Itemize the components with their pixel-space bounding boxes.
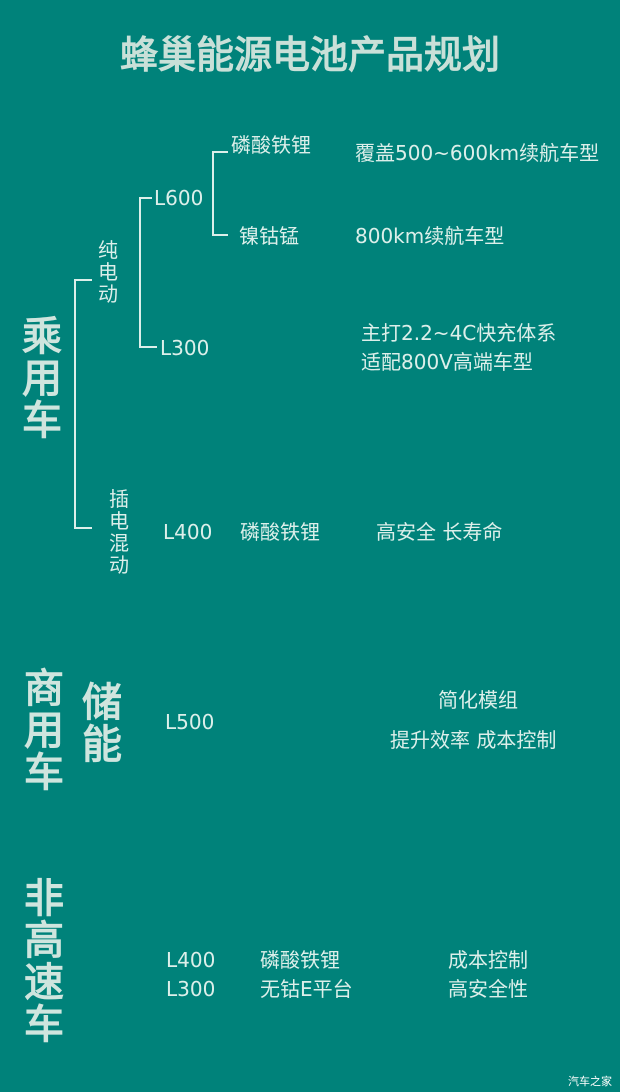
bracket-tick [74, 527, 92, 529]
category-storage: 储能 [82, 680, 122, 768]
category-low-speed: 非高速车 [24, 876, 64, 1048]
bracket-tick [74, 279, 92, 281]
desc-low-speed-2: 高安全性 [448, 977, 528, 1001]
chem-phev: 磷酸铁锂 [240, 520, 320, 544]
model-l500: L500 [165, 710, 215, 734]
model-low-speed-1: L400 [166, 948, 216, 972]
page-title: 蜂巢能源电池产品规划 [119, 33, 500, 77]
bracket-tick [139, 346, 157, 348]
bracket-tick [212, 151, 228, 153]
subcategory-phev: 插电混动 [109, 487, 129, 577]
model-l600: L600 [154, 186, 204, 210]
model-l400: L400 [163, 520, 213, 544]
desc-low-speed-1: 成本控制 [448, 948, 528, 972]
watermark: 汽车之家 [568, 1075, 612, 1088]
model-low-speed-2: L300 [166, 977, 216, 1001]
bracket-tick [139, 197, 152, 199]
chem-lfp: 磷酸铁锂 [231, 133, 311, 157]
bracket-line [139, 198, 141, 348]
desc-l300-1: 主打2.2~4C快充体系 [361, 321, 557, 345]
bracket-tick [212, 234, 228, 236]
chem-ncm: 镍钴锰 [239, 224, 299, 248]
desc-phev: 高安全 长寿命 [376, 520, 503, 544]
desc-ncm: 800km续航车型 [355, 224, 505, 248]
desc-l500-1: 简化模组 [438, 688, 518, 712]
model-l300: L300 [160, 336, 210, 360]
bracket-line [74, 280, 76, 529]
desc-l300-2: 适配800V高端车型 [361, 350, 533, 374]
category-commercial: 商用车 [24, 666, 64, 796]
chem-low-speed-2: 无钴E平台 [260, 977, 353, 1001]
category-passenger: 乘用车 [22, 314, 62, 444]
chem-low-speed-1: 磷酸铁锂 [260, 948, 340, 972]
desc-l500-2: 提升效率 成本控制 [390, 728, 557, 752]
desc-lfp: 覆盖500~600km续航车型 [355, 141, 600, 165]
subcategory-bev: 纯电动 [98, 238, 118, 306]
bracket-line [212, 152, 214, 236]
